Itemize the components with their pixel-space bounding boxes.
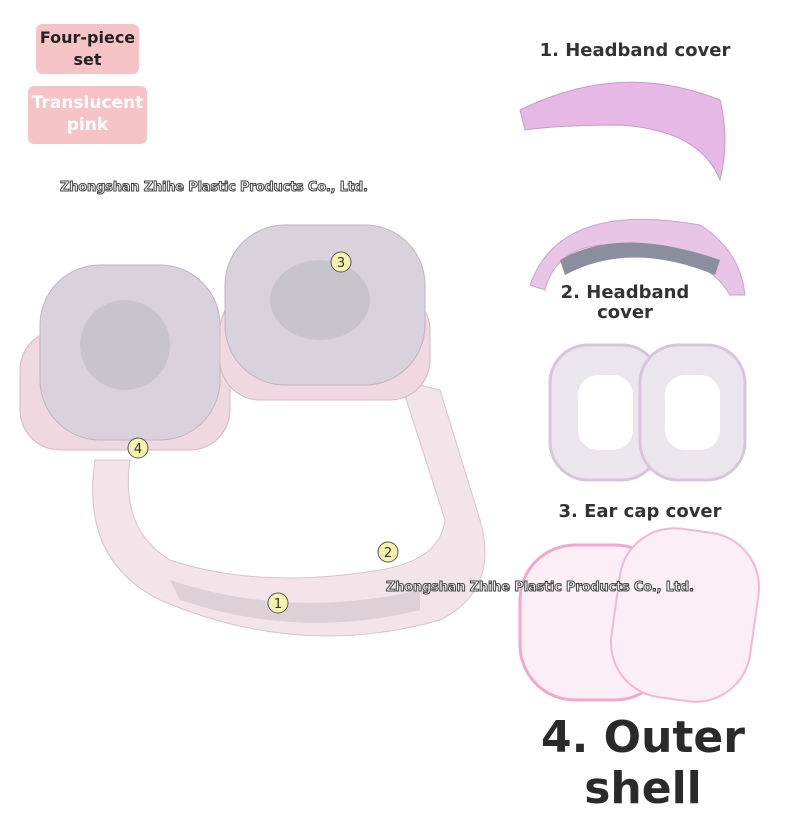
svg-text:3: 3 <box>337 256 345 271</box>
marker-2: 2 <box>377 541 399 563</box>
label-part-3: 3. Ear cap cover <box>558 501 722 522</box>
part-outer-shell <box>518 527 761 703</box>
watermark-middle: Zhongshan Zhihe Plastic Products Co., Lt… <box>386 580 695 596</box>
label-part-1: 1. Headband cover <box>539 40 731 61</box>
label-part-4: 4. Outer shell <box>541 712 745 814</box>
color-badge: Translucent pink <box>28 86 147 144</box>
four-piece-badge: Four-piece set <box>36 24 139 74</box>
marker-1: 1 <box>267 592 289 614</box>
part-ear-cap-cover <box>548 343 747 482</box>
part-headband-cover-1 <box>519 81 726 182</box>
marker-4: 4 <box>127 437 149 459</box>
marker-3: 3 <box>330 251 352 273</box>
watermark-top: Zhongshan Zhihe Plastic Products Co., Lt… <box>60 180 369 196</box>
svg-text:4: 4 <box>134 442 142 457</box>
svg-text:1: 1 <box>274 597 282 612</box>
headphone-headband <box>92 379 486 637</box>
svg-text:2: 2 <box>384 546 392 561</box>
part-headband-cover-2 <box>529 218 746 296</box>
right-earcup <box>219 224 431 401</box>
label-part-2: 2. Headband cover <box>560 282 690 323</box>
headband-mesh-strip <box>560 242 720 275</box>
left-earcup <box>19 264 231 451</box>
headband-mesh <box>170 580 420 623</box>
